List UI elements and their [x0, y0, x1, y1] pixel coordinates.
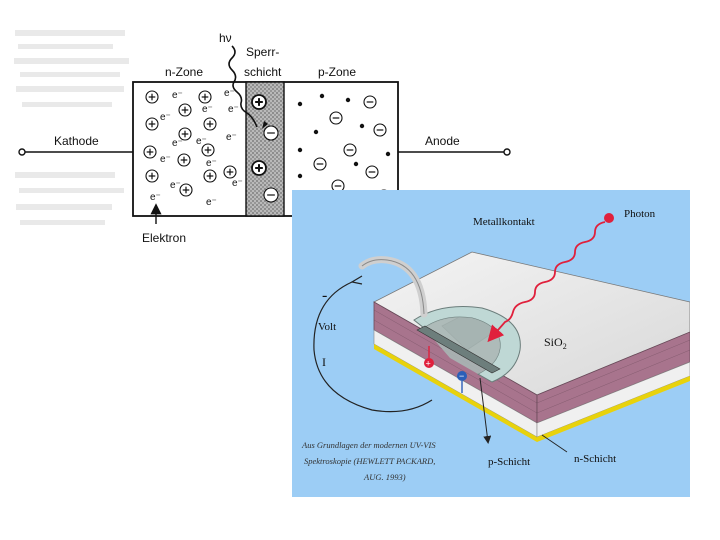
hole-dot	[297, 173, 303, 179]
volt-label: Volt	[318, 321, 336, 333]
svg-text:+: +	[426, 359, 431, 369]
metallkontakt-label: Metallkontakt	[473, 216, 535, 228]
anode-label: Anode	[425, 134, 460, 148]
sio2-label: SiO2	[544, 335, 567, 351]
photon-squiggle	[228, 45, 258, 128]
source-line-3: AUG. 1993)	[363, 472, 406, 482]
electron-carrier: −	[457, 371, 467, 393]
photon-path	[487, 221, 606, 343]
current-label: I	[322, 355, 326, 369]
n-schicht-leader	[541, 434, 568, 453]
n-zone-label: n-Zone	[165, 65, 203, 79]
hole-dot	[345, 97, 351, 103]
electron-symbol: e⁻	[224, 88, 235, 99]
kathode-label: Kathode	[54, 134, 99, 148]
n-schicht-label: n-Schicht	[574, 453, 616, 465]
sperrschicht-label-1: Sperr-	[246, 45, 279, 59]
svg-text:−: −	[459, 371, 464, 381]
cathode-wire	[18, 148, 133, 156]
minus-label: -	[322, 287, 327, 304]
photodiode-illustration: + − Metallkontakt Photon SiO2 - Volt I p…	[292, 190, 690, 497]
scan-texture	[14, 30, 129, 225]
electron-symbol: e⁻	[202, 104, 213, 115]
hole-dot	[319, 93, 325, 99]
circuit-arc	[313, 281, 433, 413]
electron-symbol: e⁻	[232, 178, 243, 189]
hv-label: hν	[219, 31, 232, 45]
electron-symbol: e⁻	[172, 138, 183, 149]
p-schicht-leader	[479, 377, 492, 444]
electron-symbol: e⁻	[206, 197, 217, 208]
photon-label: Photon	[624, 208, 656, 220]
hole-dot	[297, 147, 303, 153]
electron-symbol: e⁻	[172, 90, 183, 101]
sperrschicht-label-2: schicht	[244, 65, 282, 79]
hole-dot	[359, 123, 365, 129]
source-line-2: Spektroskopie (HEWLETT PACKARD,	[304, 456, 435, 466]
hole-carrier: +	[424, 346, 434, 369]
anode-wire	[398, 148, 511, 156]
electron-symbol: e⁻	[228, 104, 239, 115]
source-line-1: Aus Grundlagen der modernen UV-VIS	[301, 440, 436, 450]
electron-symbol: e⁻	[196, 136, 207, 147]
chip-right-layer	[536, 331, 690, 424]
p-schicht-label: p-Schicht	[488, 456, 530, 468]
charge-carriers: e⁻e⁻e⁻e⁻e⁻e⁻e⁻e⁻e⁻e⁻e⁻e⁻e⁻e⁻	[143, 88, 391, 208]
photon-dot	[604, 213, 614, 223]
electron-symbol: e⁻	[150, 192, 161, 203]
electron-symbol: e⁻	[226, 132, 237, 143]
hole-dot	[385, 151, 391, 157]
chip-gold-left	[374, 344, 537, 442]
n-layer-strip	[416, 325, 501, 374]
hole-dot	[297, 101, 303, 107]
chip-right-base	[536, 361, 690, 438]
electron-symbol: e⁻	[160, 154, 171, 165]
electron-symbol: e⁻	[170, 180, 181, 191]
hole-dot	[313, 129, 319, 135]
electron-symbol: e⁻	[160, 112, 171, 123]
electron-symbol: e⁻	[206, 158, 217, 169]
chip-gold-right	[537, 376, 690, 442]
hole-dot	[353, 161, 359, 167]
elektron-label: Elektron	[142, 231, 186, 245]
p-zone-label: p-Zone	[318, 65, 356, 79]
